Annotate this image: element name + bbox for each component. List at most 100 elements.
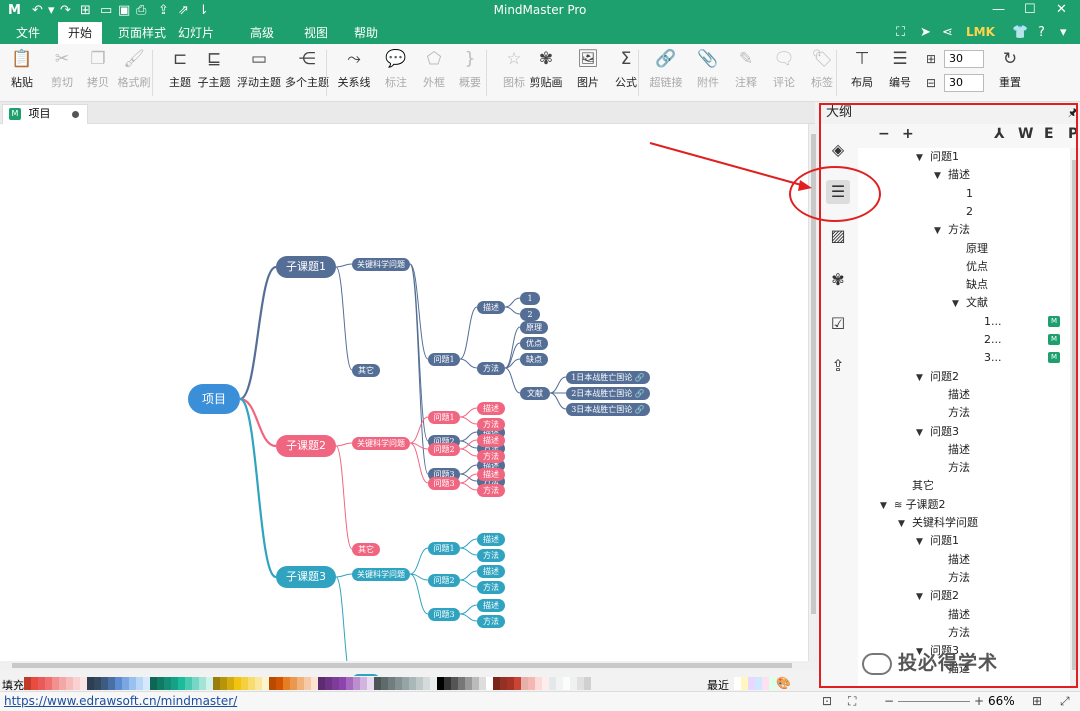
color-swatch[interactable] <box>416 677 423 690</box>
child-node[interactable]: 描述 <box>477 434 505 447</box>
canvas-horizontal-scrollbar[interactable] <box>0 661 818 671</box>
open-icon[interactable]: ▭ <box>100 3 113 18</box>
reference-node[interactable]: 1日本战胜亡国论 🔗 <box>566 371 650 384</box>
outline-row[interactable]: 1 <box>952 185 973 203</box>
color-swatch[interactable] <box>374 677 381 690</box>
branch-topic-3[interactable]: 子课题3 <box>276 566 336 588</box>
leaf-node[interactable]: 缺点 <box>520 353 548 366</box>
color-swatch[interactable] <box>563 677 570 690</box>
color-swatch[interactable] <box>178 677 185 690</box>
fullscreen-icon[interactable]: ⛶ <box>848 694 857 708</box>
settings-chevron-icon[interactable]: ▾ <box>1060 25 1067 40</box>
color-swatch[interactable] <box>45 677 52 690</box>
color-swatch[interactable] <box>430 677 437 690</box>
ribbon-button-attachment[interactable]: 📎附件 <box>690 48 726 90</box>
minimize-icon[interactable]: — <box>992 2 1005 17</box>
outline-row[interactable]: 2 <box>952 203 973 221</box>
color-swatch[interactable] <box>493 677 500 690</box>
question-node[interactable]: 问题2 <box>428 443 460 456</box>
collapse-all-icon[interactable]: − <box>878 126 890 142</box>
color-swatch[interactable] <box>353 677 360 690</box>
outline-row[interactable]: 3...M <box>970 349 1060 367</box>
key-question-node[interactable]: 关键科学问题 <box>352 258 410 271</box>
color-swatch[interactable] <box>388 677 395 690</box>
menu-4[interactable]: 高级 <box>250 26 275 40</box>
outline-row[interactable]: 描述 <box>934 660 970 678</box>
task-icon[interactable]: ☑ <box>830 314 846 333</box>
horizontal-spacing-input[interactable]: 30 <box>944 50 984 68</box>
palette-icon[interactable]: 🎨 <box>776 676 791 690</box>
outline-row[interactable]: ▼问题3 <box>916 423 959 441</box>
outline-row[interactable]: 描述 <box>934 386 970 404</box>
recent-color-swatch[interactable] <box>769 677 776 690</box>
color-swatch[interactable] <box>213 677 220 690</box>
color-swatch[interactable] <box>479 677 486 690</box>
child-node[interactable]: 方法 <box>477 615 505 628</box>
pin-icon[interactable]: 🖈 <box>1067 106 1078 119</box>
color-swatch[interactable] <box>262 677 269 690</box>
close-icon[interactable]: ✕ <box>1056 2 1067 17</box>
color-swatch[interactable] <box>528 677 535 690</box>
color-swatch[interactable] <box>521 677 528 690</box>
expand-toggle-icon[interactable]: ▼ <box>916 153 923 163</box>
color-swatch[interactable] <box>31 677 38 690</box>
fullscreen-toggle-icon[interactable]: ⛶ <box>896 25 906 40</box>
color-swatch[interactable] <box>129 677 136 690</box>
outline-row[interactable]: 2...M <box>970 331 1060 349</box>
key-question-node[interactable]: 关键科学问题 <box>352 437 410 450</box>
color-swatch[interactable] <box>73 677 80 690</box>
expand-toggle-icon[interactable]: ▼ <box>916 592 923 603</box>
color-swatch[interactable] <box>87 677 94 690</box>
ribbon-button-mark[interactable]: ☆图标 <box>496 48 532 90</box>
child-node[interactable]: 方法 <box>477 581 505 594</box>
reference-node[interactable]: 3日本战胜亡国论 🔗 <box>566 403 650 416</box>
ribbon-button-paste[interactable]: 📋粘贴 <box>4 48 40 90</box>
zoom-slider[interactable] <box>898 701 970 702</box>
child-node[interactable]: 描述 <box>477 301 505 314</box>
color-swatch[interactable] <box>500 677 507 690</box>
expand-toggle-icon[interactable]: ▼ <box>916 647 923 658</box>
branch-topic-2[interactable]: 子课题2 <box>276 435 336 457</box>
color-swatch[interactable] <box>66 677 73 690</box>
child-node[interactable]: 方法 <box>477 549 505 562</box>
color-swatch[interactable] <box>192 677 199 690</box>
color-swatch[interactable] <box>143 677 150 690</box>
outline-row[interactable]: 方法 <box>934 404 970 422</box>
leaf-node[interactable]: 原理 <box>520 321 548 334</box>
slides-icon[interactable]: ▨ <box>830 226 846 245</box>
color-swatch[interactable] <box>227 677 234 690</box>
ribbon-button-subtopic[interactable]: ⊑子主题 <box>196 48 232 90</box>
ribbon-button-boundary[interactable]: ⬠外框 <box>416 48 452 90</box>
color-swatch[interactable] <box>94 677 101 690</box>
ribbon-button-comment[interactable]: 🗨评论 <box>766 48 802 90</box>
menu-3[interactable]: 幻灯片 <box>178 26 215 40</box>
recent-color-swatch[interactable] <box>734 677 741 690</box>
help-icon[interactable]: ? <box>1038 25 1045 40</box>
color-swatch[interactable] <box>234 677 241 690</box>
color-swatch[interactable] <box>311 677 318 690</box>
ribbon-button-clipart[interactable]: ✾剪贴画 <box>528 48 564 90</box>
expand-toggle-icon[interactable]: ▼ <box>916 427 923 438</box>
menu-5[interactable]: 视图 <box>304 26 329 40</box>
branch-topic-1[interactable]: 子课题1 <box>276 256 336 278</box>
recent-color-swatch[interactable] <box>741 677 748 690</box>
color-swatch[interactable] <box>199 677 206 690</box>
send-icon[interactable]: ➤ <box>920 25 931 40</box>
color-swatch[interactable] <box>276 677 283 690</box>
attachment-icon[interactable]: M <box>1048 315 1060 327</box>
format-icon[interactable]: ◈ <box>831 140 845 159</box>
color-swatch[interactable] <box>556 677 563 690</box>
outline-icon[interactable]: ☰ <box>826 180 850 204</box>
ribbon-button-layout[interactable]: ⊤布局 <box>844 48 880 90</box>
vertical-spacing-input[interactable]: 30 <box>944 74 984 92</box>
expand-toggle-icon[interactable]: ▼ <box>952 299 959 310</box>
ribbon-button-multiple-topics[interactable]: ⋲多个主题 <box>282 48 332 90</box>
ribbon-button-cut[interactable]: ✂剪切 <box>44 48 80 90</box>
color-swatch[interactable] <box>136 677 143 690</box>
expand-toggle-icon[interactable]: ▼ <box>916 537 923 548</box>
color-swatch[interactable] <box>283 677 290 690</box>
outline-row[interactable]: 其它 <box>898 477 934 495</box>
color-swatch[interactable] <box>290 677 297 690</box>
zoom-out-icon[interactable]: − <box>884 694 895 708</box>
